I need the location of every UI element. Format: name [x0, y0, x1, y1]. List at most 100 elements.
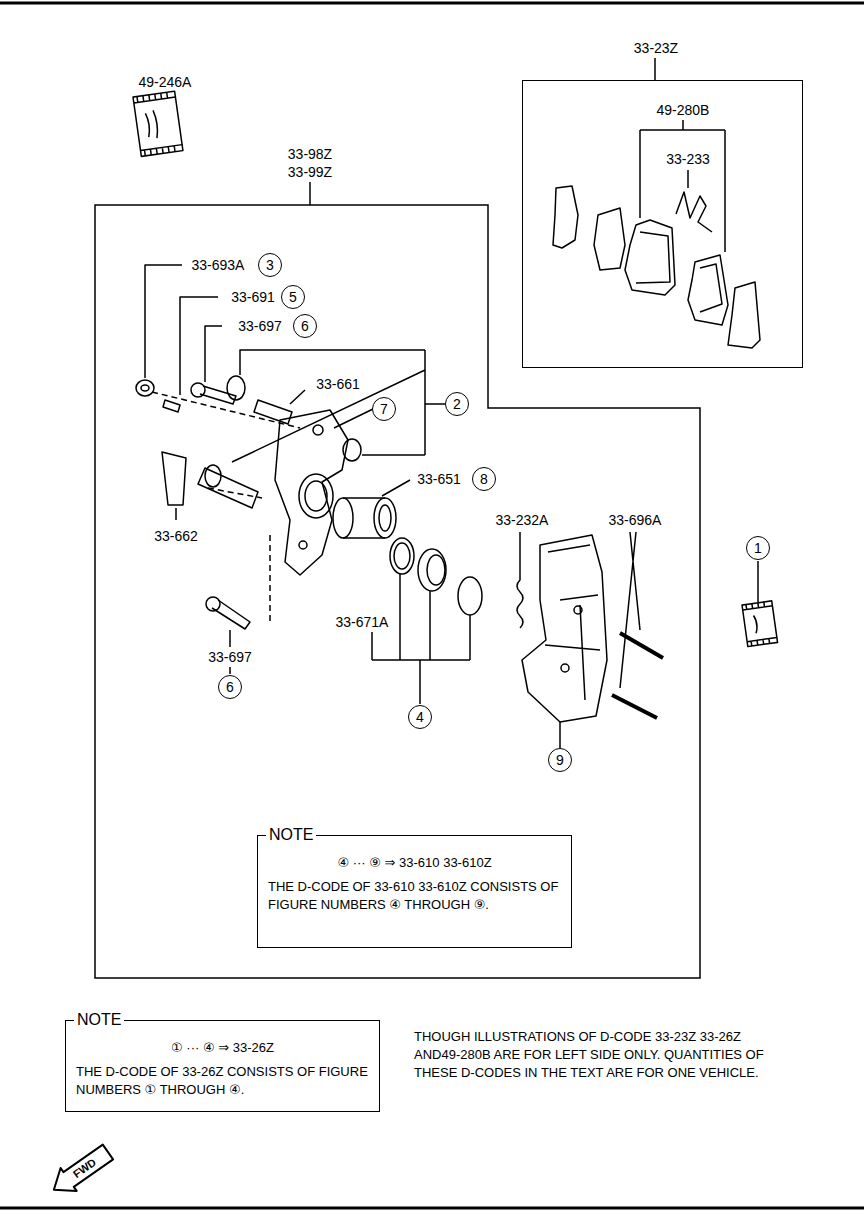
callout-number: 8: [472, 467, 496, 491]
drawing-stroke: [620, 633, 663, 658]
drawing-stroke: [517, 532, 523, 628]
note-heading: NOTE: [266, 826, 316, 844]
drawing-stroke: [0, 3, 864, 1208]
drawing-stroke: [313, 425, 323, 435]
drawing-stroke: [676, 192, 712, 232]
part-number: 33-661: [315, 376, 361, 392]
drawing-stroke: [205, 326, 222, 382]
part-number: 33-232A: [495, 512, 550, 528]
part-number: 49-246A: [138, 74, 193, 90]
part-code-heading: 33-23Z: [616, 39, 696, 57]
drawing-stroke: [0, 1207, 864, 1210]
drawing-stroke: [254, 400, 292, 424]
part-number: 33-671A: [335, 614, 390, 630]
drawing-stroke: [418, 549, 446, 591]
note-heading: NOTE: [74, 1011, 124, 1029]
drawing-stroke: [163, 400, 180, 412]
drawing-stroke: [394, 543, 410, 569]
drawing-stroke: [136, 380, 154, 396]
note-text: THE D-CODE OF 33-610 33-610Z CONSISTS OF…: [268, 878, 561, 914]
drawing-stroke: [275, 410, 348, 575]
drawing-stroke: [46, 1140, 116, 1201]
part-code-heading: 33-98Z 33-99Z: [279, 145, 341, 181]
drawing-stroke: [594, 208, 625, 270]
drawing-stroke: [687, 170, 689, 188]
group-outline-path: [95, 205, 700, 978]
drawing-stroke: [372, 574, 470, 704]
drawing-stroke: [46, 1140, 116, 1201]
callout-number: 6: [218, 675, 242, 699]
parts-group-box: 33-23Z: [522, 80, 803, 368]
part-number: 33-651: [416, 471, 462, 487]
drawing-stroke: [390, 538, 414, 574]
note-box: NOTE④ ··· ⑨ ⇒ 33-610 33-610ZTHE D-CODE O…: [257, 835, 572, 948]
drawing-stroke: [636, 232, 670, 283]
drawing-stroke: [700, 264, 722, 312]
drawing-stroke: [229, 630, 231, 647]
drawing-stroke: [145, 110, 159, 139]
callout-number: 4: [408, 705, 432, 729]
drawing-stroke: [305, 481, 327, 511]
callout-number: 9: [548, 748, 572, 772]
note-text: THE D-CODE OF 33-26Z CONSISTS OF FIGURE …: [76, 1063, 369, 1099]
drawing-stroke: [742, 601, 778, 647]
drawing-stroke: [333, 498, 353, 538]
drawing-stroke: [141, 385, 149, 391]
part-number: 33-233: [665, 151, 711, 167]
drawing-stroke: [133, 91, 183, 156]
drawing-stroke: [227, 376, 245, 400]
part-number: 33-697: [237, 318, 283, 334]
part-number: 33-662: [153, 528, 199, 544]
drawing-stroke: [612, 695, 657, 718]
drawing-stroke: [458, 577, 482, 615]
drawing-stroke: [561, 664, 569, 672]
drawing-stroke: [522, 535, 607, 722]
part-number: 33-693A: [191, 257, 246, 273]
drawing-stroke: [152, 392, 300, 625]
drawing-stroke: [205, 465, 221, 487]
callout-number: 3: [258, 253, 282, 277]
part-number: 33-697: [207, 649, 253, 665]
drawing-stroke: [198, 468, 258, 508]
drawing-stroke: [200, 386, 236, 404]
note-text: ① ··· ④ ⇒ 33-26Z: [76, 1039, 369, 1057]
drawing-stroke: [553, 186, 578, 248]
drawing-stroke: [574, 606, 582, 614]
drawing-stroke: [728, 282, 760, 348]
drawing-stroke: [175, 508, 177, 520]
drawing-stroke: [212, 600, 250, 629]
callout-number: 2: [445, 392, 469, 416]
drawing-stroke: [379, 505, 391, 531]
drawing-stroke: [620, 532, 640, 688]
callout-number: 5: [281, 285, 305, 309]
drawing-stroke: [0, 2, 864, 5]
drawing-stroke: [374, 498, 396, 538]
drawing-stroke: [757, 561, 759, 602]
parts-group-box: 33-98Z 33-99ZNOTE④ ··· ⑨ ⇒ 33-610 33-610…: [95, 205, 700, 978]
callout-number: 6: [293, 314, 317, 338]
side-note: THOUGH ILLUSTRATIONS OF D-CODE 33-23Z 33…: [413, 1028, 775, 1082]
drawing-stroke: [299, 474, 333, 518]
drawing-stroke: [180, 297, 218, 395]
drawing-stroke: [742, 601, 778, 647]
drawing-stroke: [309, 182, 311, 205]
drawing-stroke: [162, 452, 186, 505]
drawing-stroke: [232, 350, 445, 462]
drawing-stroke: [133, 91, 183, 156]
part-number: 49-280B: [656, 102, 711, 118]
part-number: 33-691: [230, 289, 276, 305]
callout-number: 1: [746, 536, 770, 560]
drawing-stroke: [742, 601, 778, 647]
note-text: ④ ··· ⑨ ⇒ 33-610 33-610Z: [268, 854, 561, 872]
drawing-stroke: [427, 555, 445, 585]
drawing-stroke: [654, 58, 656, 80]
callout-number: 7: [372, 397, 396, 421]
part-number: 33-696A: [608, 512, 663, 528]
direction-label: FWD: [70, 1155, 99, 1180]
drawing-stroke: [382, 480, 410, 496]
drawing-stroke: [559, 722, 561, 748]
drawing-stroke: [545, 545, 600, 700]
drawing-stroke: [640, 120, 725, 252]
drawing-stroke: [229, 667, 231, 674]
drawing-stroke: [334, 409, 373, 428]
